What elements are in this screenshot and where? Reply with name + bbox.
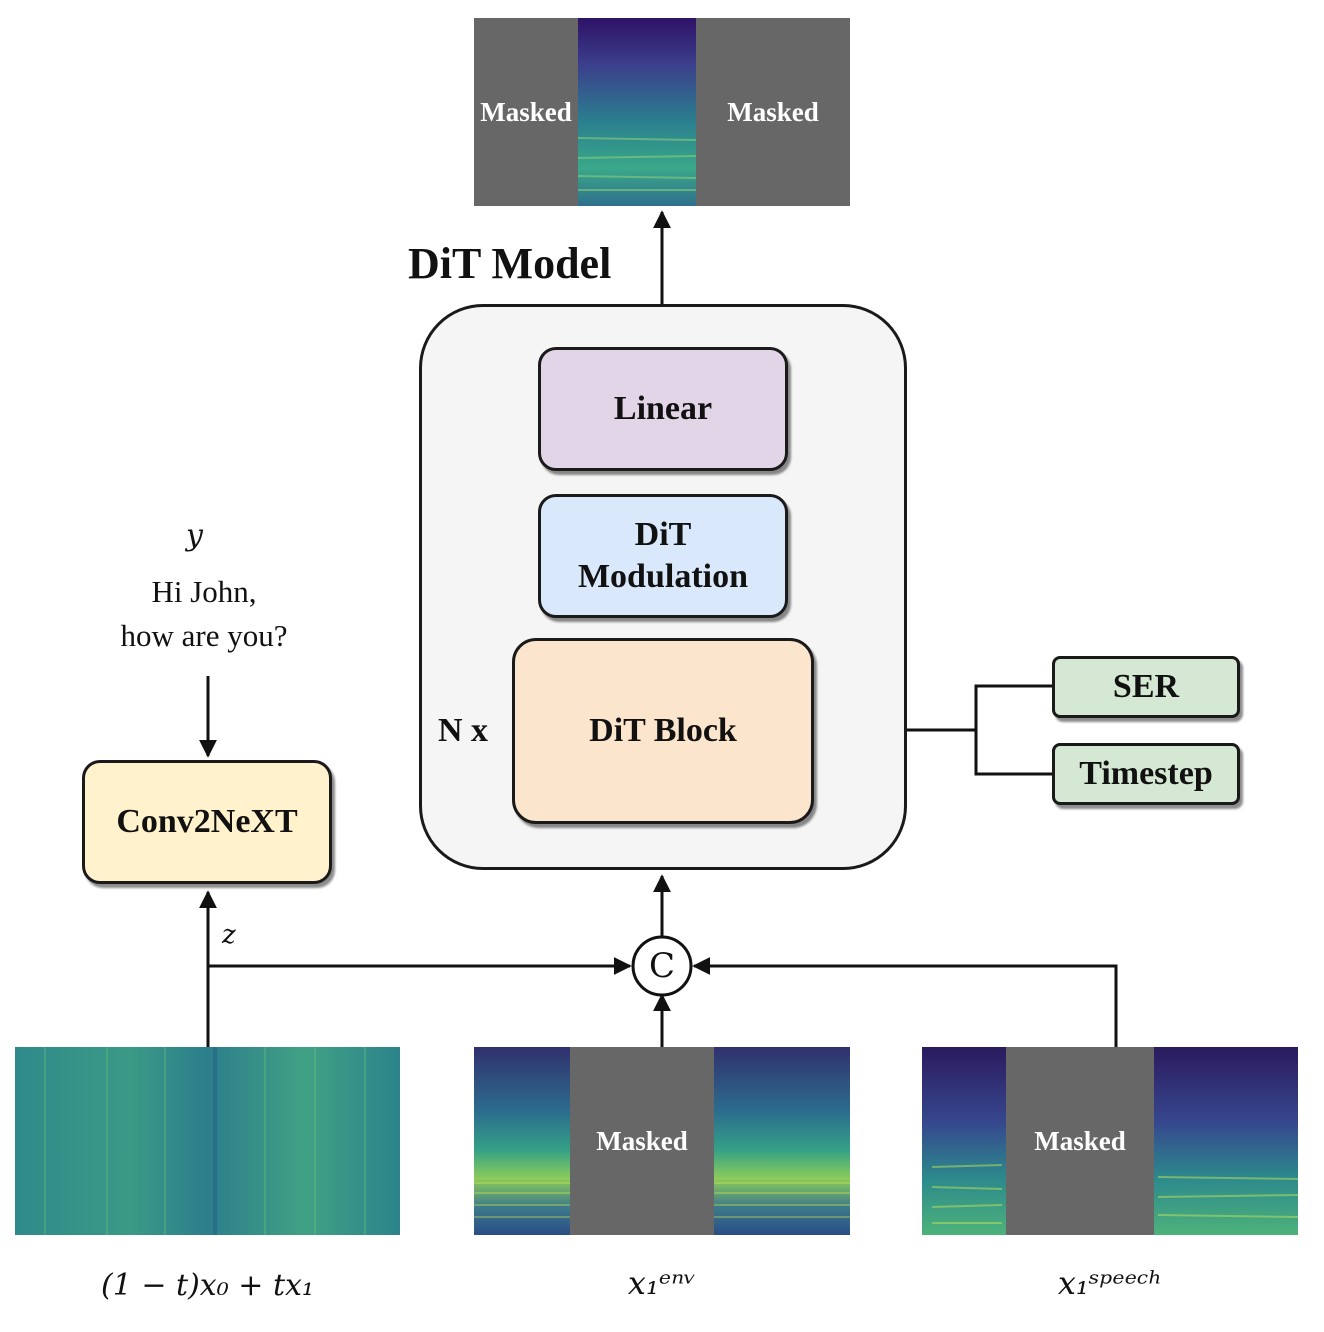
connector-ser xyxy=(974,684,1052,730)
speech-caption: x₁ˢᵖᵉᵉᶜʰ xyxy=(1057,1264,1163,1302)
text-input-line2: how are you? xyxy=(120,618,288,653)
concat-symbol: C xyxy=(648,946,675,986)
text-input-line1: Hi John, xyxy=(151,574,257,609)
arrow-noisy-to-concat xyxy=(206,957,632,1047)
noisy-caption: (1 − t)x₀ + tx₁ xyxy=(101,1268,314,1303)
noisy-spectrogram xyxy=(15,1047,400,1235)
conv2next-block: Conv2NeXT xyxy=(82,760,332,884)
speech-mask: Masked xyxy=(1006,1047,1154,1235)
env-mask: Masked xyxy=(570,1047,714,1235)
timestep-block: Timestep xyxy=(1052,743,1240,805)
output-mask-right: Masked xyxy=(696,18,850,206)
model-title: DiT Model xyxy=(408,239,612,288)
repeat-label: N x xyxy=(438,712,489,749)
connector-timestep xyxy=(974,730,1052,776)
concat-circle xyxy=(631,935,693,997)
dit-block: DiT Block xyxy=(512,638,814,824)
text-symbol-y: y xyxy=(186,518,203,553)
dit-modulation-block: DiT Modulation xyxy=(538,494,788,618)
speech-spectrogram: Masked xyxy=(922,1047,1298,1235)
output-mask-left: Masked xyxy=(474,18,578,206)
ser-block: SER xyxy=(1052,656,1240,718)
env-spectrogram: Masked xyxy=(474,1047,850,1235)
latent-symbol-z: z xyxy=(222,920,236,950)
env-caption: x₁ᵉⁿᵛ xyxy=(627,1264,697,1302)
noisy-spectrogram-image xyxy=(15,1047,400,1235)
output-spectrogram: Masked Masked xyxy=(474,18,850,206)
arrow-speech-to-concat xyxy=(692,957,1118,1047)
linear-block: Linear xyxy=(538,347,788,471)
